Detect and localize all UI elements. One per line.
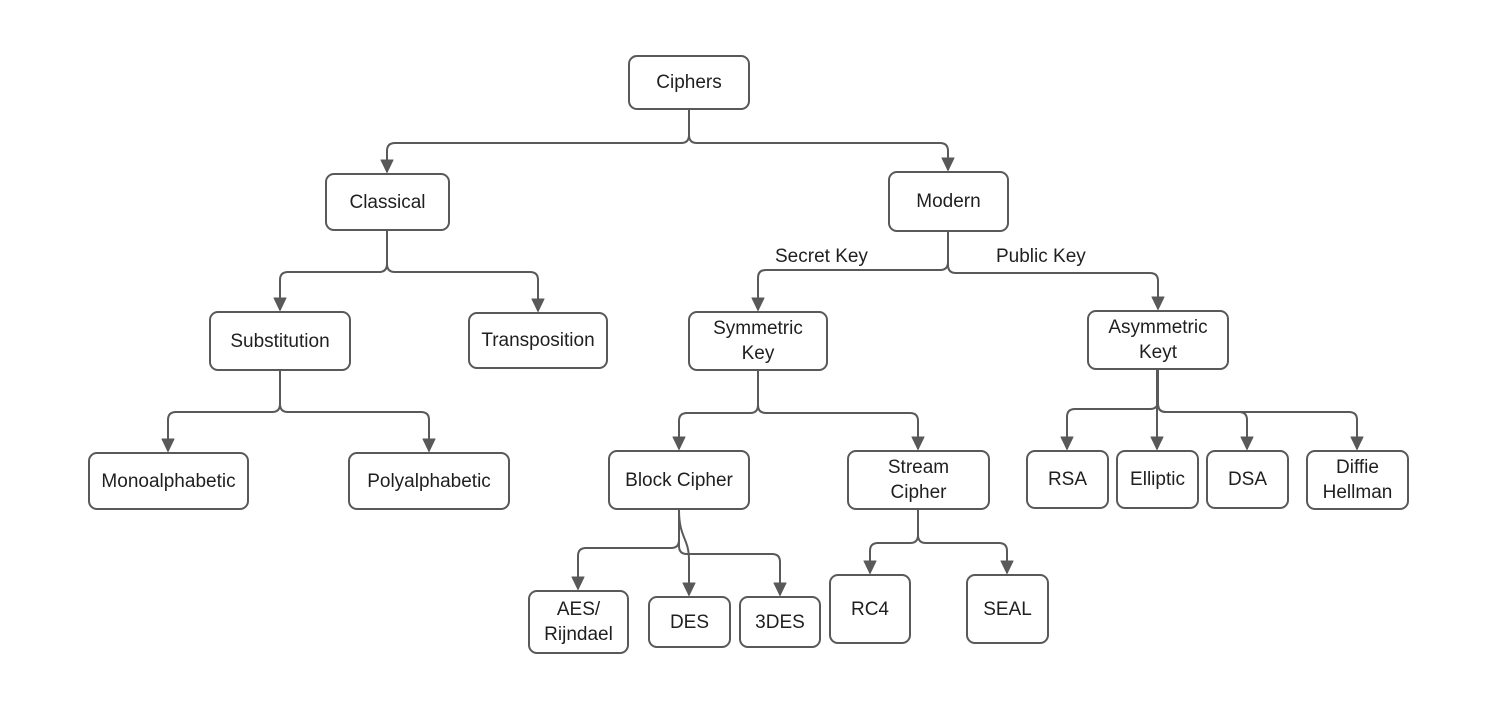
edge-modern-asymmetric [947, 232, 1158, 309]
node-monoalphabetic: Monoalphabetic [88, 452, 249, 510]
node-rsa: RSA [1026, 450, 1109, 509]
node-asymmetric-key: Asymmetric Keyt [1087, 310, 1229, 370]
edge-label-public-key: Public Key [993, 246, 1089, 268]
edge-ciphers-modern [688, 110, 948, 170]
edge-label-secret-key: Secret Key [772, 246, 871, 268]
edge-substitution-polyalphabetic [279, 371, 429, 451]
edge-classical-substitution [280, 231, 388, 310]
node-diffie-hellman: Diffie Hellman [1306, 450, 1409, 510]
edge-asymmetric-dsa [1157, 370, 1247, 449]
edge-stream-rc4 [870, 510, 919, 573]
node-seal: SEAL [966, 574, 1049, 644]
node-3des: 3DES [739, 596, 821, 648]
node-dsa: DSA [1206, 450, 1289, 509]
node-modern: Modern [888, 171, 1009, 232]
node-ciphers: Ciphers [628, 55, 750, 110]
edge-asymmetric-diffie [1157, 370, 1357, 449]
edge-substitution-monoalphabetic [168, 371, 281, 451]
edge-symmetric-stream [757, 371, 918, 449]
node-symmetric-key: Symmetric Key [688, 311, 828, 371]
edge-ciphers-classical [387, 110, 690, 172]
node-des: DES [648, 596, 731, 648]
node-classical: Classical [325, 173, 450, 231]
edge-block-3des [678, 510, 780, 595]
node-polyalphabetic: Polyalphabetic [348, 452, 510, 510]
node-rc4: RC4 [829, 574, 911, 644]
edge-block-aes [578, 510, 680, 589]
edge-modern-symmetric [758, 232, 949, 310]
edge-asymmetric-rsa [1067, 370, 1159, 449]
node-transposition: Transposition [468, 312, 608, 369]
edge-symmetric-block [679, 371, 759, 449]
node-elliptic: Elliptic [1116, 450, 1199, 509]
node-substitution: Substitution [209, 311, 351, 371]
node-stream-cipher: Stream Cipher [847, 450, 990, 510]
node-block-cipher: Block Cipher [608, 450, 750, 510]
node-aes-rijndael: AES/ Rijndael [528, 590, 629, 654]
edge-stream-seal [917, 510, 1007, 573]
edge-classical-transposition [386, 231, 538, 311]
